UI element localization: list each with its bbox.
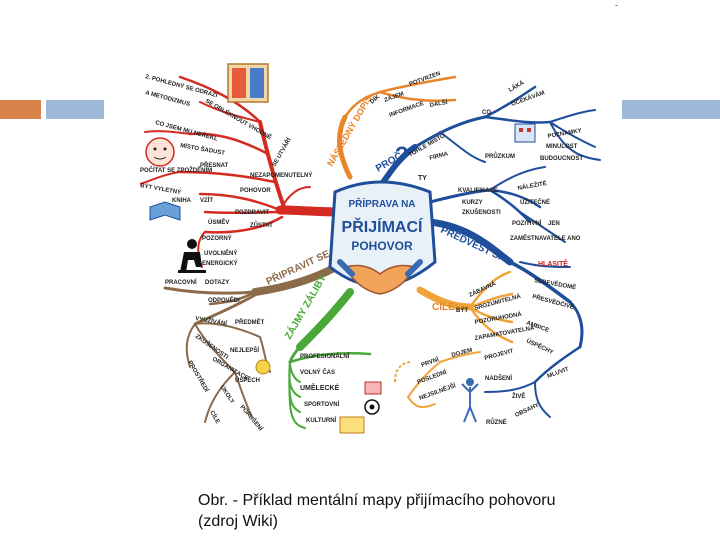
word: OBSAHY <box>514 403 540 419</box>
branch-zajmy <box>288 288 372 429</box>
word: PŘEDMĚT <box>235 318 265 326</box>
word: MÍSTO ŠADUST <box>180 141 226 157</box>
branch-nasledny <box>337 75 457 180</box>
branch-cile <box>407 270 514 409</box>
word: UMĚLECKÉ <box>300 383 340 392</box>
word: ÚSPĚCHY <box>525 337 555 357</box>
branch-label-den: DEN <box>290 205 313 217</box>
accent-bar-blue-left <box>46 100 104 119</box>
word: ZÁJEM <box>383 90 405 104</box>
building-icon <box>514 123 536 143</box>
word: ZŮSTAT <box>250 221 273 229</box>
word: PROSTŘEDÍ <box>186 359 211 394</box>
corner-mark: - <box>615 0 618 10</box>
word: ODPOVĚDI <box>208 296 240 304</box>
word: SE UTVÁŘÍ <box>270 136 293 168</box>
word: NEJLEPŠÍ <box>230 346 259 354</box>
word: PROJEVIT <box>484 348 515 362</box>
word: POZORNÝ <box>202 235 232 242</box>
word: NÁLEŽITÉ <box>517 179 547 192</box>
word: ÚSMĚV <box>208 218 229 226</box>
word: PORUŠENÍ <box>238 403 264 432</box>
accent-bar-orange <box>0 100 41 119</box>
word: JEN <box>548 221 560 227</box>
word: A METODIZMUS <box>144 90 190 108</box>
word: KNIHA <box>172 198 192 204</box>
word: POZNAMKY <box>547 128 582 140</box>
word: CÍLE <box>208 409 222 425</box>
face-icon <box>145 137 175 167</box>
question-icon: ? <box>395 142 408 167</box>
word: MINULOST <box>546 144 578 150</box>
word: POZITIVNÍ <box>512 219 542 227</box>
word: PRVNÍ <box>420 355 440 369</box>
word: BÝT VYLETNÝ <box>140 182 182 196</box>
figure-caption: Obr. - Příklad mentální mapy přijímacího… <box>198 490 678 532</box>
book-icon <box>149 201 181 221</box>
word: POZDRAVIT <box>235 210 270 216</box>
branch-proc <box>377 85 601 190</box>
word: FIRMA <box>429 151 450 162</box>
picture-icon <box>339 381 382 434</box>
word: ÚKOLY <box>218 384 235 405</box>
word: ÚSPĚCH <box>235 376 260 384</box>
word: DALŠÍ <box>429 98 448 109</box>
word: VZÍT <box>200 196 213 204</box>
soccer-ball-icon <box>364 399 380 415</box>
word: SPORTOVNÍ <box>304 400 340 408</box>
word: KURZY <box>462 200 483 206</box>
word: NADŠENÍ <box>485 374 512 382</box>
word: ZKUŠENOSTI <box>194 332 231 361</box>
accent-bar-blue-right <box>622 100 720 119</box>
word: ZAMĚSTNAVATELE ANO <box>510 234 581 242</box>
word: INFORMACE <box>389 101 425 119</box>
word: ŽIVĚ <box>512 392 525 400</box>
word: NEJSILNĚJŠÍ <box>418 381 457 402</box>
word: TY <box>418 175 427 182</box>
word: ENERGICKÝ <box>202 260 238 267</box>
center-line-1: PŘÍPRAVA NA <box>348 197 415 210</box>
caption-line-1: Obr. - Příklad mentální mapy přijímacího… <box>198 492 556 509</box>
center-line-3: POHOVOR <box>351 239 413 253</box>
word: POHOVOR <box>240 188 271 194</box>
word: BÝT <box>456 307 468 314</box>
word: RŮZNÉ <box>486 418 507 426</box>
word: ZÁBAVNÁ <box>468 280 498 299</box>
word: POSLEDNÍ <box>416 368 448 386</box>
word: DOTAZY <box>205 280 229 286</box>
branch-predvest <box>426 166 584 418</box>
word: LÁKÁ <box>508 79 527 94</box>
center-line-2: PŘIJÍMACÍ <box>342 217 423 236</box>
medal-icon <box>255 359 271 375</box>
word: ZKUŠENOSTI <box>462 208 501 216</box>
word: PRŮZKUM <box>485 152 515 160</box>
center-node: PŘÍPRAVA NA PŘIJÍMACÍ POHOVOR <box>328 180 437 295</box>
word: BUDOUCNOST <box>540 156 583 162</box>
person-icon <box>178 239 206 273</box>
word: PŘESNAT <box>200 161 229 169</box>
juggler-icon <box>461 378 479 423</box>
word: HLASITĚ <box>538 259 568 268</box>
svg-text:?: ? <box>395 142 408 167</box>
branch-label-nasledny: NÁSLEDNÝ DOPIS <box>324 93 374 168</box>
word: UVOLNĚNÝ <box>204 249 237 257</box>
branch-label-cile: CÍLE: <box>432 300 458 313</box>
word: KULTURNÍ <box>306 416 337 424</box>
wardrobe-icon <box>227 63 269 103</box>
word: VOLNÝ ČAS <box>300 369 335 376</box>
branch-label-predvest: PŘEDVÉST SI <box>439 223 505 263</box>
mind-map-image: PŘÍPRAVA NA PŘIJÍMACÍ POHOVOR DEN PŘIPRA… <box>140 63 601 434</box>
word: PROFESIONÁLNÍ <box>300 352 350 360</box>
word: PRACOVNÍ <box>165 278 197 286</box>
arrow-icon <box>394 361 411 383</box>
word: DOJEM <box>451 348 473 359</box>
word: NEZAPOMENUTELNÝ <box>250 172 312 179</box>
word: POČÍTAT SE ZPOŽDĚNÍM <box>140 166 212 174</box>
branch-den <box>140 75 345 268</box>
sleeve-icon <box>337 259 423 277</box>
caption-line-2: (zdroj Wiki) <box>198 513 278 530</box>
word: UŽITEČNÉ <box>520 198 550 206</box>
word: KVALIFIKACE <box>458 188 498 194</box>
word: CO <box>482 110 491 116</box>
